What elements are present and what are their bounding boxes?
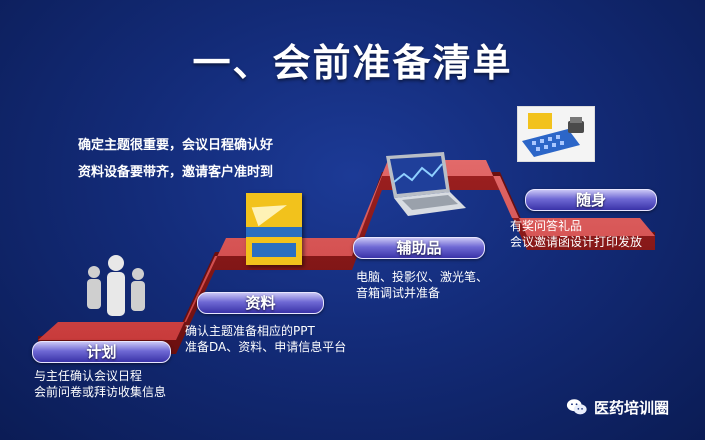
- brochure-image: [246, 193, 302, 265]
- watermark: 医药培训圈: [566, 396, 669, 418]
- intro-text: 确定主题很重要，会议日程确认好 资料设备要带齐，邀请客户准时到: [78, 132, 273, 186]
- step-desc-materials: 确认主题准备相应的PPT 准备DA、资料、申请信息平台: [185, 323, 346, 355]
- step-desc-line: 音箱调试并准备: [356, 286, 441, 300]
- step-desc-line: 准备DA、资料、申请信息平台: [185, 340, 347, 354]
- gift-items-image: [517, 106, 595, 162]
- intro-line-2: 资料设备要带齐，邀请客户准时到: [78, 165, 274, 180]
- people-icon: [87, 255, 145, 316]
- step-pill-carry: 随身: [525, 189, 657, 211]
- step-pill-plan: 计划: [32, 341, 171, 363]
- step-desc-plan: 与主任确认会议日程 会前问卷或拜访收集信息: [34, 368, 166, 400]
- step-desc-line: 有奖问答礼品: [510, 219, 583, 233]
- step-pill-aids: 辅助品: [353, 237, 485, 259]
- laptop-icon: [386, 152, 466, 216]
- step-pill-materials: 资料: [197, 292, 324, 314]
- step-desc-line: 会前问卷或拜访收集信息: [34, 385, 167, 399]
- step-desc-carry: 有奖问答礼品 会议邀请函设计打印发放: [510, 218, 642, 250]
- wechat-icon: [566, 399, 587, 415]
- step-desc-line: 电脑、投影仪、激光笔、: [356, 270, 489, 284]
- step-desc-aids: 电脑、投影仪、激光笔、 音箱调试并准备: [356, 269, 488, 301]
- intro-line-1: 确定主题很重要，会议日程确认好: [78, 138, 274, 153]
- step-desc-line: 会议邀请函设计打印发放: [510, 235, 643, 249]
- page-title: 一、会前准备清单: [192, 41, 513, 85]
- watermark-text: 医药培训圈: [594, 398, 670, 417]
- step-desc-line: 与主任确认会议日程: [34, 369, 143, 383]
- step-desc-line: 确认主题准备相应的PPT: [185, 324, 315, 338]
